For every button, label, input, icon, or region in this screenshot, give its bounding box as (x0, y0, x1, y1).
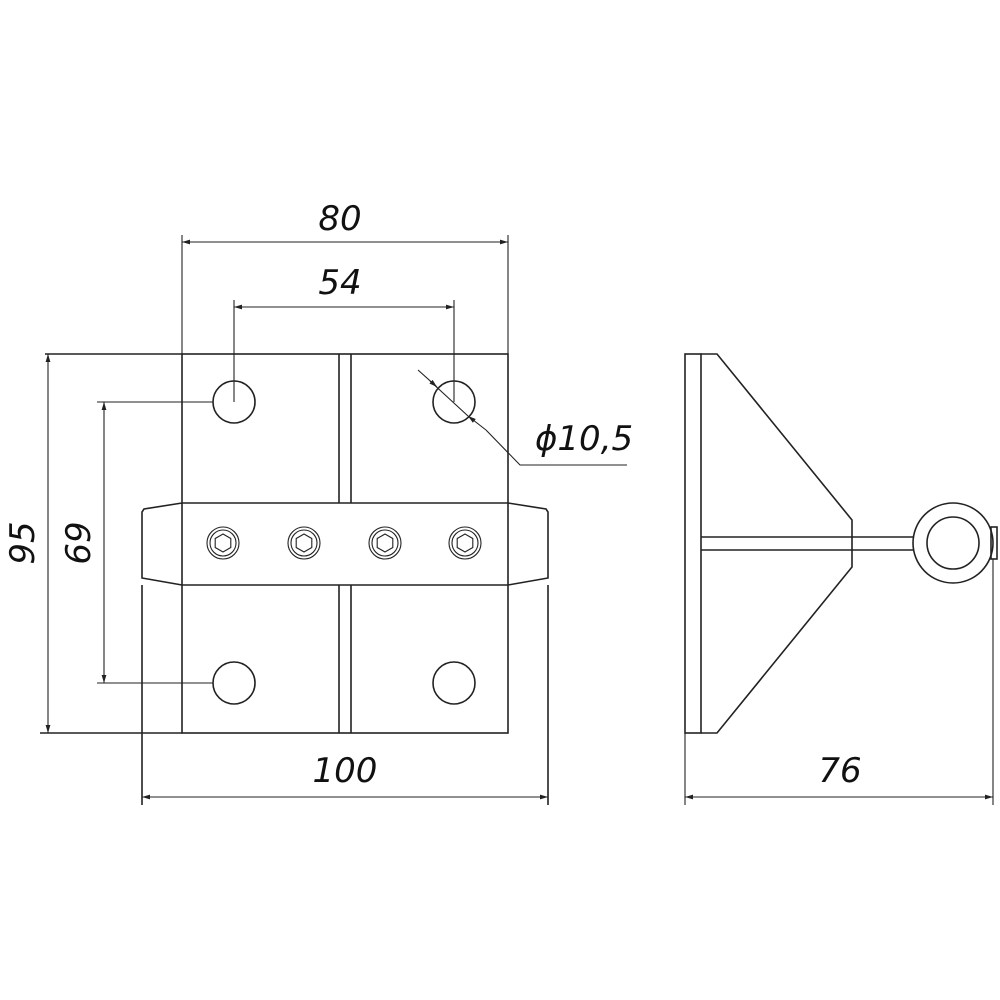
hole-bottom-left (212, 661, 256, 705)
plate-outline (181, 353, 509, 734)
hex-bolts (206, 526, 482, 560)
hex-bolt (448, 526, 482, 560)
clamp-band (141, 502, 549, 805)
hex-socket-icon (376, 533, 394, 553)
dimension-80: 80 (181, 199, 509, 354)
front-view (40, 353, 549, 805)
hole-bottom-right (432, 661, 476, 705)
dimension-label-76: 76 (818, 751, 861, 791)
dimension-76: 76 (685, 751, 993, 800)
mounting-holes (212, 380, 476, 705)
side-plate (684, 353, 702, 734)
hex-socket-icon (456, 533, 474, 553)
dimension-100: 100 (142, 751, 548, 800)
dimension-label-95: 95 (3, 521, 43, 564)
dimension-hole-diameter: ϕ10,5 (417, 369, 633, 466)
rod (701, 536, 913, 551)
dimension-label-100: 100 (313, 751, 378, 791)
dimension-69: 69 (59, 401, 213, 684)
center-slot (338, 354, 352, 733)
side-view (684, 353, 998, 805)
dimension-label-69: 69 (59, 521, 99, 564)
hex-socket-icon (295, 533, 313, 553)
dimension-label-80: 80 (318, 199, 361, 239)
gusset (701, 353, 853, 734)
ring-tab (990, 526, 998, 560)
hex-bolt (287, 526, 321, 560)
dimension-label-diameter: ϕ10,5 (535, 419, 633, 459)
dimension-54: 54 (233, 263, 455, 402)
hex-bolt (206, 526, 240, 560)
ring-inner (926, 516, 980, 570)
hex-socket-icon (214, 533, 232, 553)
dimension-label-54: 54 (318, 263, 361, 303)
hex-bolt (368, 526, 402, 560)
dimension-95: 95 (3, 354, 51, 733)
ring-outer (912, 502, 994, 584)
